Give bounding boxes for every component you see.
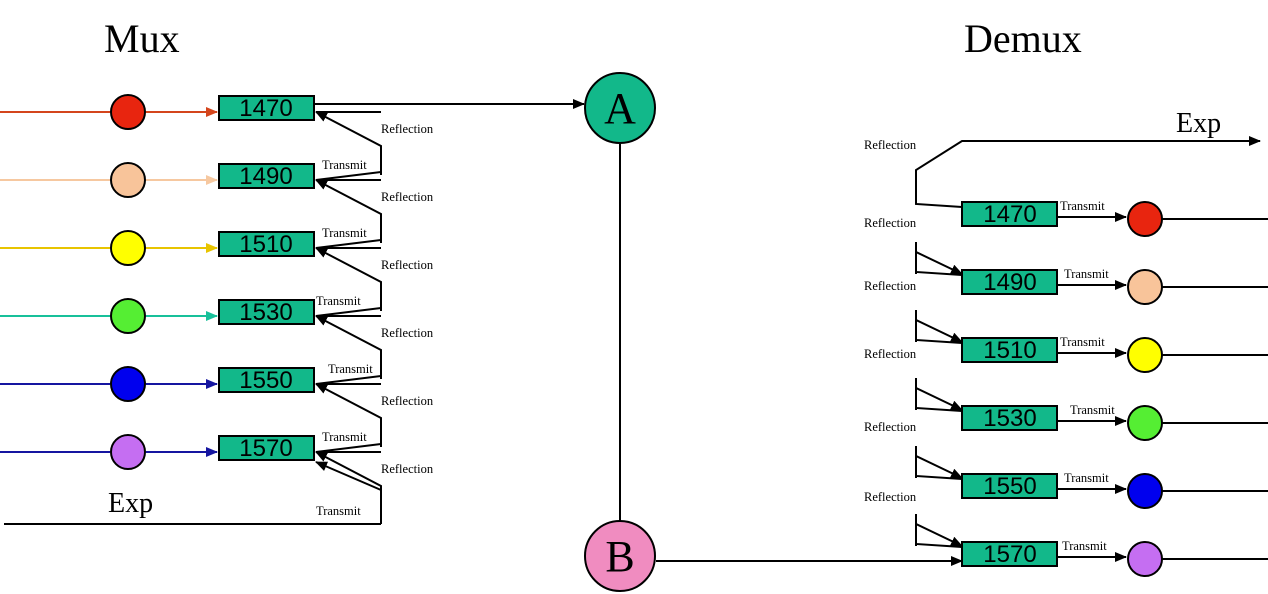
demux-transmit-label-1570: Transmit: [1062, 539, 1107, 553]
demux-filter-label-1470: 1470: [983, 201, 1036, 228]
demux-output-1470: [1127, 201, 1163, 237]
mux-source-1570: [110, 434, 146, 470]
demux-reflection-label-1470: Reflection: [864, 216, 917, 230]
demux-filter-1530: [961, 405, 1058, 431]
mux-exp-reflection-path: [315, 461, 382, 524]
mux-reflection-label-1510: Reflection: [381, 258, 434, 272]
mux-transmit-label-1550: Transmit: [328, 362, 373, 376]
mux-filter-label-1470: 1470: [239, 95, 292, 122]
demux-filter-1550: [961, 473, 1058, 499]
mux-transmit-path-1550: [315, 352, 382, 385]
mux-exp-transmit-label: Transmit: [316, 504, 361, 518]
demux-filter-1490: [961, 269, 1058, 295]
demux-output-1550: [1127, 473, 1163, 509]
mux-source-1470: [110, 94, 146, 130]
mux-exp-label: Exp: [108, 488, 153, 519]
demux-reflection-arrow-1530: [915, 454, 963, 479]
node-b-label: B: [605, 532, 634, 581]
mux-title: Mux: [104, 16, 180, 61]
demux-title: Demux: [964, 16, 1082, 61]
demux-transmit-label-1530: Transmit: [1070, 403, 1115, 417]
node-a-label: A: [604, 84, 636, 133]
demux-reflection-path-1530: [915, 378, 963, 412]
mux-reflection-label-1470: Reflection: [381, 122, 434, 136]
mux-filter-1490: [218, 163, 315, 189]
mux-reflection-label-1530: Reflection: [381, 326, 434, 340]
demux-exp-label: Exp: [1176, 108, 1221, 139]
mux-transmit-label-1510: Transmit: [322, 226, 367, 240]
mux-source-1490: [110, 162, 146, 198]
demux-reflection-label-1490: Reflection: [864, 279, 917, 293]
mux-transmit-label-1570: Transmit: [322, 430, 367, 444]
demux-transmit-label-1470: Transmit: [1060, 199, 1105, 213]
demux-reflection-label-1530: Reflection: [864, 420, 917, 434]
demux-filter-1510: [961, 337, 1058, 363]
demux-transmit-label-1510: Transmit: [1060, 335, 1105, 349]
mux-transmit-label-1530: Transmit: [316, 294, 361, 308]
mux-filter-1530: [218, 299, 315, 325]
demux-output-1570: [1127, 541, 1163, 577]
mux-reflection-label-1550: Reflection: [381, 394, 434, 408]
demux-filter-label-1490: 1490: [983, 269, 1036, 296]
mux-transmit-path-1490: [315, 148, 382, 181]
demux-exp-line: [915, 136, 1261, 198]
mux-filter-label-1570: 1570: [239, 435, 292, 462]
demux-top-reflection-label: Reflection: [864, 138, 917, 152]
demux-output-1530: [1127, 405, 1163, 441]
demux-reflection-label-1510: Reflection: [864, 347, 917, 361]
demux-reflection-path-1510: [915, 310, 963, 344]
mux-filter-label-1510: 1510: [239, 231, 292, 258]
mux-section: 1470Reflection1490ReflectionTransmit1510…: [0, 94, 434, 524]
mux-transmit-path-1510: [315, 216, 382, 249]
demux-reflection-arrow-1490: [915, 318, 963, 343]
demux-reflection-path-1570: [915, 514, 963, 548]
mux-filter-1550: [218, 367, 315, 393]
demux-transmit-label-1550: Transmit: [1064, 471, 1109, 485]
mux-filter-1510: [218, 231, 315, 257]
demux-filter-label-1550: 1550: [983, 473, 1036, 500]
mux-filter-label-1490: 1490: [239, 163, 292, 190]
node-a: [584, 72, 656, 144]
demux-filter-label-1510: 1510: [983, 337, 1036, 364]
mux-source-1550: [110, 366, 146, 402]
demux-reflection-path-1490: [915, 242, 963, 276]
demux-filter-label-1570: 1570: [983, 541, 1036, 568]
demux-reflection-arrow-1550: [915, 522, 963, 547]
demux-transmit-label-1490: Transmit: [1064, 267, 1109, 281]
demux-reflection-arrow-1470: [915, 250, 963, 275]
demux-output-1490: [1127, 269, 1163, 305]
demux-filter-1470: [961, 201, 1058, 227]
mux-filter-1470: [218, 95, 315, 121]
demux-filter-1570: [961, 541, 1058, 567]
mux-reflection-label-1490: Reflection: [381, 190, 434, 204]
demux-reflection-arrow-1510: [915, 386, 963, 411]
demux-reflection-path-1470: [915, 174, 963, 208]
node-b: [584, 520, 656, 592]
mux-reflection-label-1570: Reflection: [381, 462, 434, 476]
demux-output-1510: [1127, 337, 1163, 373]
mux-filter-label-1530: 1530: [239, 299, 292, 326]
mux-transmit-label-1490: Transmit: [322, 158, 367, 172]
mux-source-1510: [110, 230, 146, 266]
mux-source-1530: [110, 298, 146, 334]
mux-transmit-path-1530: [315, 284, 382, 317]
mux-filter-label-1550: 1550: [239, 367, 292, 394]
mux-filter-1570: [218, 435, 315, 461]
demux-reflection-path-1550: [915, 446, 963, 480]
demux-reflection-label-1550: Reflection: [864, 490, 917, 504]
demux-filter-label-1530: 1530: [983, 405, 1036, 432]
mux-transmit-path-1570: [315, 420, 382, 453]
